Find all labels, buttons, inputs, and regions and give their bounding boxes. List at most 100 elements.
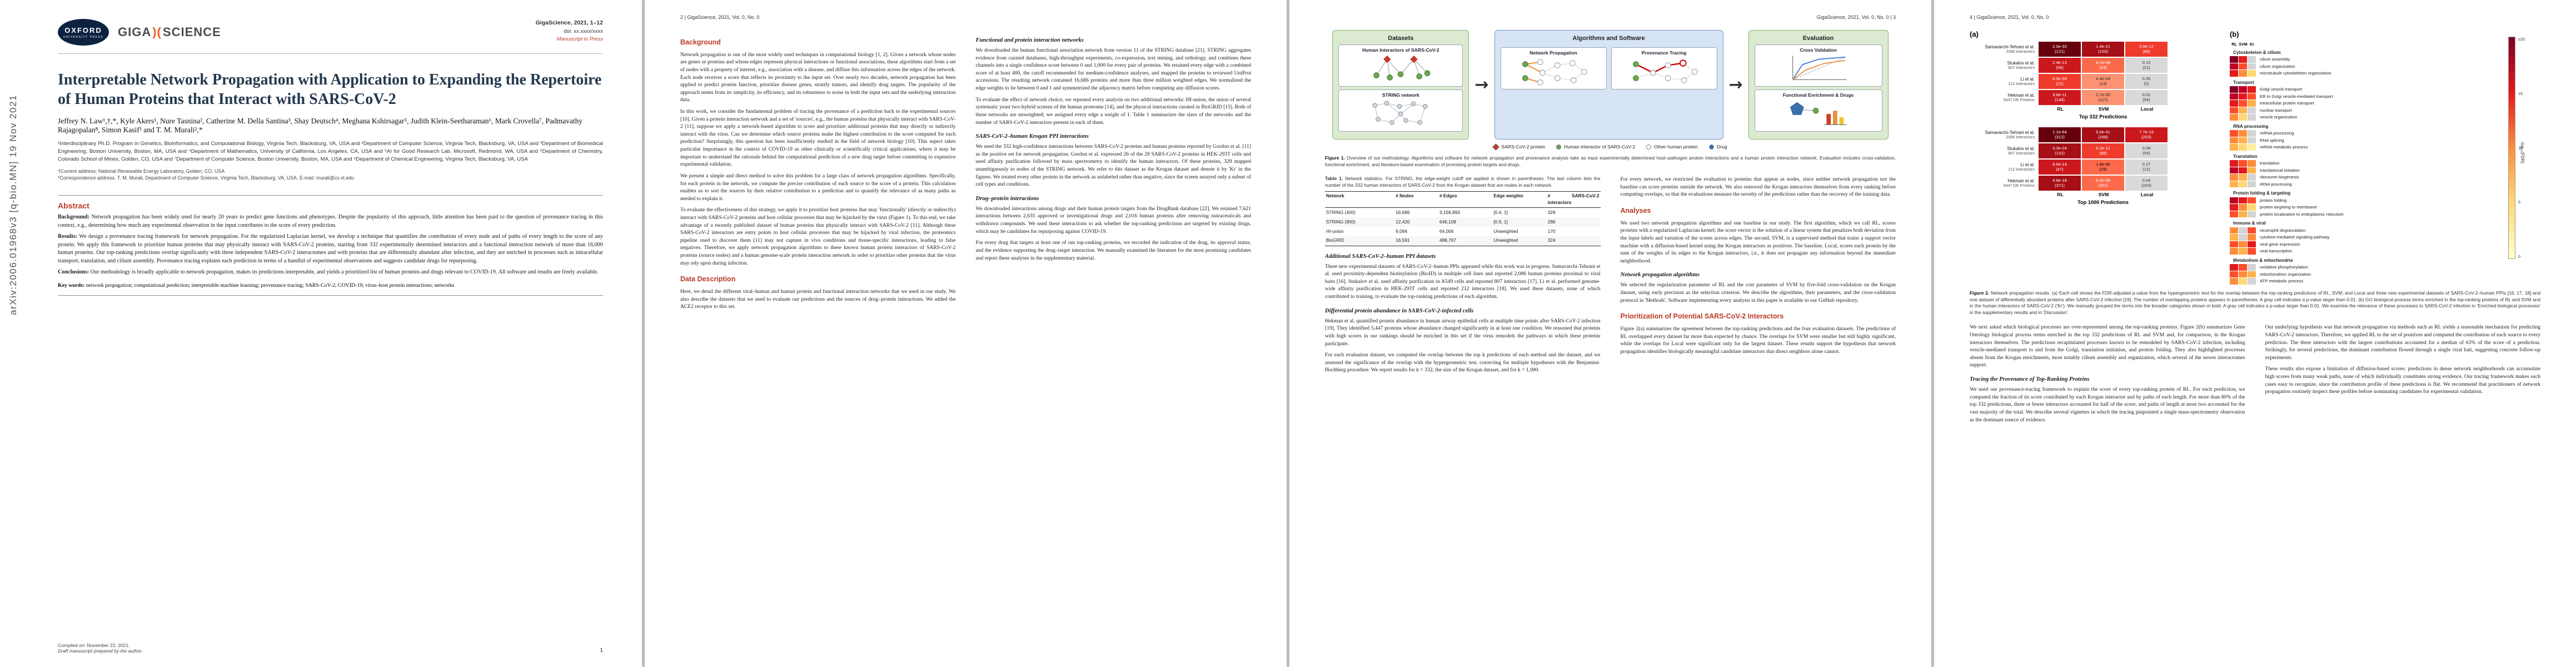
- go-cell-rl: [2230, 114, 2238, 121]
- figure2-panel-b: (b) RL SVM Kr: [2230, 30, 2540, 285]
- go-cell-rl: [2230, 174, 2238, 181]
- paper-title: Interpretable Network Propagation with A…: [58, 71, 602, 108]
- go-cell-svm: [2239, 86, 2247, 93]
- go-term-row: neutrophil degranulation: [2230, 227, 2505, 234]
- go-term-row: rRNA processing: [2230, 181, 2505, 188]
- go-cell-svm: [2239, 63, 2247, 69]
- go-cell-svm: [2239, 114, 2247, 121]
- go-term-label: mitochondrion organization: [2260, 271, 2311, 277]
- abstract-top-rule: [58, 195, 603, 196]
- go-cell-rl: [2230, 264, 2238, 271]
- colorbar-tick: 5: [2518, 200, 2520, 205]
- dataset-label: Hekman et al. 5447 DE Proteins: [1970, 93, 2039, 102]
- go-cell-rl: [2230, 167, 2238, 173]
- dataset-size: 5447 DE Proteins: [2003, 182, 2035, 188]
- heatmap-cell-svm: 1.8e-06 (29): [2082, 160, 2124, 175]
- network-propagation-subbox: Network Propagation: [1500, 47, 1607, 89]
- go-term-label: vesicle organization: [2260, 115, 2298, 120]
- abstract-background-label: Background:: [58, 214, 89, 221]
- text-block: Our underlying hypothesis was that netwo…: [2265, 324, 2541, 361]
- col-label-svm: SVM: [2098, 106, 2109, 112]
- heatmap-cell-svm: 9.3e-09 (301): [2082, 176, 2124, 191]
- go-term-row: Metabolism & mitochondria: [2230, 257, 2505, 264]
- panel-a-column-labels: RL SVM Local: [2039, 106, 2213, 112]
- dataset-size: 807 interactors: [2008, 64, 2035, 70]
- go-term-row: RNA splicing: [2230, 137, 2505, 144]
- go-cell-rl: [2230, 93, 2238, 99]
- cell-weights: Unweighted: [1493, 228, 1518, 234]
- go-term-label: Protein folding & targeting: [2233, 191, 2291, 196]
- abstract-conclusions-label: Conclusions:: [58, 268, 89, 275]
- cell-edges: 3,158,893: [1439, 209, 1460, 215]
- go-cell-kr: [2248, 130, 2256, 137]
- go-cell-svm: [2239, 70, 2247, 77]
- legend-item: SARS-CoV-2 protein: [1492, 143, 1546, 151]
- go-cell-svm: [2239, 197, 2247, 203]
- col-label-local: Local: [2140, 192, 2154, 197]
- cell-nodes: 9,094: [1396, 228, 1407, 234]
- go-cell-rl: [2230, 227, 2238, 233]
- heatmap-row: Samavarchi-Tehrani et al. 2086 interacto…: [1970, 42, 2213, 57]
- flow-arrow-icon: →: [1728, 75, 1743, 94]
- go-term-label: RNA processing: [2233, 123, 2269, 129]
- figure2-caption-lead: Figure 2.: [1970, 290, 1990, 296]
- go-cell-kr: [2248, 197, 2256, 203]
- right-column: Our underlying hypothesis was that netwo…: [2265, 323, 2541, 427]
- text-block: SARS-CoV-2–human Krogan PPI interactions: [975, 133, 1089, 140]
- go-term-label: intracellular protein transport: [2260, 101, 2314, 106]
- go-cell-rl: [2230, 197, 2238, 203]
- figure-1: Datasets Human Interactors of SARS-CoV-2: [1325, 30, 1896, 140]
- go-cell-kr: [2248, 137, 2256, 143]
- cell-nodes: 16,686: [1396, 209, 1410, 215]
- text-block: For every network, we restricted the eva…: [1620, 176, 1896, 198]
- cell-interactors: 329: [1547, 209, 1556, 215]
- go-term-row: RNA processing: [2230, 123, 2505, 130]
- legend-label: SARS-CoV-2 protein: [1501, 144, 1546, 150]
- go-term-row: viral transcription: [2230, 248, 2505, 255]
- text-block: Hekman et al. quantified protein abundan…: [1325, 317, 1601, 347]
- table1-caption-lead: Table 1.: [1325, 176, 1343, 182]
- go-cell-kr: [2248, 174, 2256, 181]
- go-cell-rl: [2230, 86, 2238, 93]
- go-term-row: viral gene expression: [2230, 241, 2505, 248]
- datasets-box: Datasets Human Interactors of SARS-CoV-2: [1332, 30, 1469, 140]
- cell-network: STRING (400): [1326, 209, 1356, 215]
- go-cell-kr: [2248, 167, 2256, 173]
- go-term-row: vesicle organization: [2230, 114, 2505, 121]
- go-cell-kr: [2248, 93, 2256, 99]
- go-term-row: intracellular protein transport: [2230, 100, 2505, 107]
- heatmap-cell-rl: 6.5e-09 (21): [2039, 74, 2081, 89]
- heatmap-cell-rl: 2.4e-13 (56): [2039, 58, 2081, 73]
- go-cell-rl: [2230, 204, 2238, 211]
- go-term-label: ribosome biogenesis: [2260, 175, 2299, 180]
- cell-interactors: 324: [1547, 237, 1556, 243]
- abstract-results-text: We design a provenance tracing framework…: [58, 233, 603, 265]
- go-cell-svm: [2239, 211, 2247, 217]
- dataset-name: Stukalov et al.: [2007, 60, 2035, 66]
- page-4: 4 | GigaScience, 2021, Vol. 0, No. 0 (a)…: [1934, 0, 2576, 667]
- colorbar-label: -log₁₀(FDR): [2520, 141, 2525, 164]
- go-term-row: ATP metabolic process: [2230, 278, 2505, 285]
- colorbar-tick: 10: [2518, 145, 2523, 151]
- cell-weights: Unweighted: [1493, 237, 1518, 243]
- heatmap-row: Li et al. 212 interactors 8.9e-14 (47) 1…: [1970, 160, 2213, 175]
- go-term-row: mitochondrion organization: [2230, 271, 2505, 278]
- go-cell-kr: [2248, 181, 2256, 187]
- col-label-rl: RL: [2231, 42, 2237, 47]
- figure2-caption-text: Network propagation results. (a) Each ce…: [1970, 290, 2540, 315]
- go-term-label: oxidative phosphorylation: [2260, 265, 2308, 270]
- col-label-svm: SVM: [2098, 192, 2109, 197]
- cross-validation-label: Cross Validation: [1800, 47, 1837, 53]
- go-cell-kr: [2248, 204, 2256, 211]
- page1-footer: Compiled on: November 22, 2021. Draft ma…: [58, 643, 603, 654]
- cell-network: HI-union: [1326, 228, 1344, 234]
- go-term-row: Protein folding & targeting: [2230, 190, 2505, 197]
- go-term-row: ER to Golgi vesicle-mediated transport: [2230, 93, 2505, 100]
- heatmap-cell-svm: 4.4e-04 (13): [2082, 74, 2124, 89]
- dataset-size: 2086 interactors: [2006, 48, 2035, 54]
- cell-edges: 64,006: [1439, 228, 1454, 234]
